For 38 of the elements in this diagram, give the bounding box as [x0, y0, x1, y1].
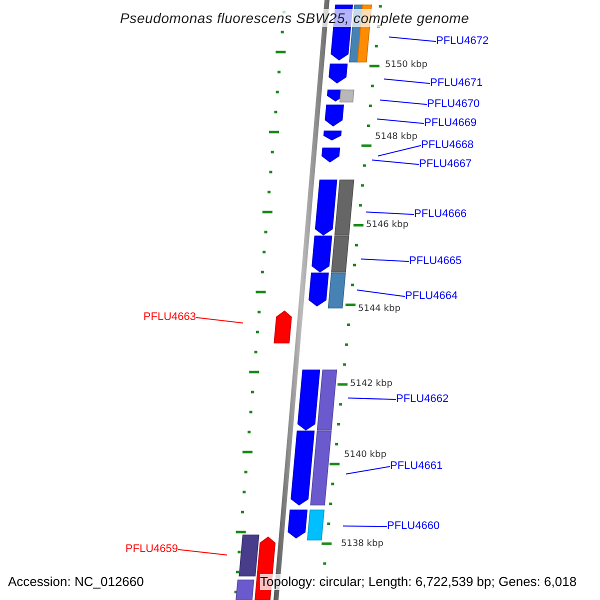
leader-line [372, 160, 420, 165]
scale-label: 5148 kbp [375, 132, 418, 143]
scale-label: 5138 kbp [341, 539, 384, 550]
leader-line [384, 78, 430, 84]
gene-label: PFLU4661 [390, 460, 443, 473]
leader-line [342, 526, 388, 527]
gene-label: PFLU4659 [125, 543, 178, 556]
gene-label: PFLU4668 [421, 139, 474, 152]
gene-label: PFLU4663 [143, 311, 196, 324]
scale-label: 5142 kbp [350, 379, 392, 390]
gene-label: PFLU4670 [427, 98, 480, 111]
leader-line [378, 145, 422, 156]
map-title: Pseudomonas fluorescens SBW25, complete genome [120, 9, 470, 27]
gene-label: PFLU4671 [430, 77, 483, 90]
scale-label: 5144 kbp [358, 304, 400, 315]
leader-line [366, 212, 414, 215]
scale-label: 5140 kbp [344, 450, 386, 461]
gene-label: PFLU4666 [414, 208, 467, 221]
leader-line [388, 36, 436, 42]
gene-label: PFLU4665 [409, 255, 462, 268]
gene-label: PFLU4667 [419, 158, 472, 171]
leader-line [196, 317, 244, 324]
gene-label: PFLU4662 [396, 393, 449, 406]
gene-label: PFLU4660 [387, 520, 440, 533]
gene-label: PFLU4664 [405, 290, 458, 303]
scale-label: 5150 kbp [385, 60, 428, 71]
gene-label: PFLU4669 [424, 117, 477, 130]
footer-text: Accession: NC_012660 [8, 574, 144, 590]
leader-line [348, 398, 396, 400]
leader-line [376, 118, 424, 124]
leader-line [178, 549, 228, 556]
leader-line [360, 258, 410, 262]
leader-line [380, 100, 428, 105]
footer-text: Topology: circular; Length: 6,722,539 bp; Genes: 6,018 [260, 574, 577, 590]
leader-line [346, 466, 390, 474]
leader-line [356, 290, 406, 297]
scale-label: 5146 kbp [366, 220, 408, 231]
gene-label: PFLU4672 [436, 35, 489, 48]
